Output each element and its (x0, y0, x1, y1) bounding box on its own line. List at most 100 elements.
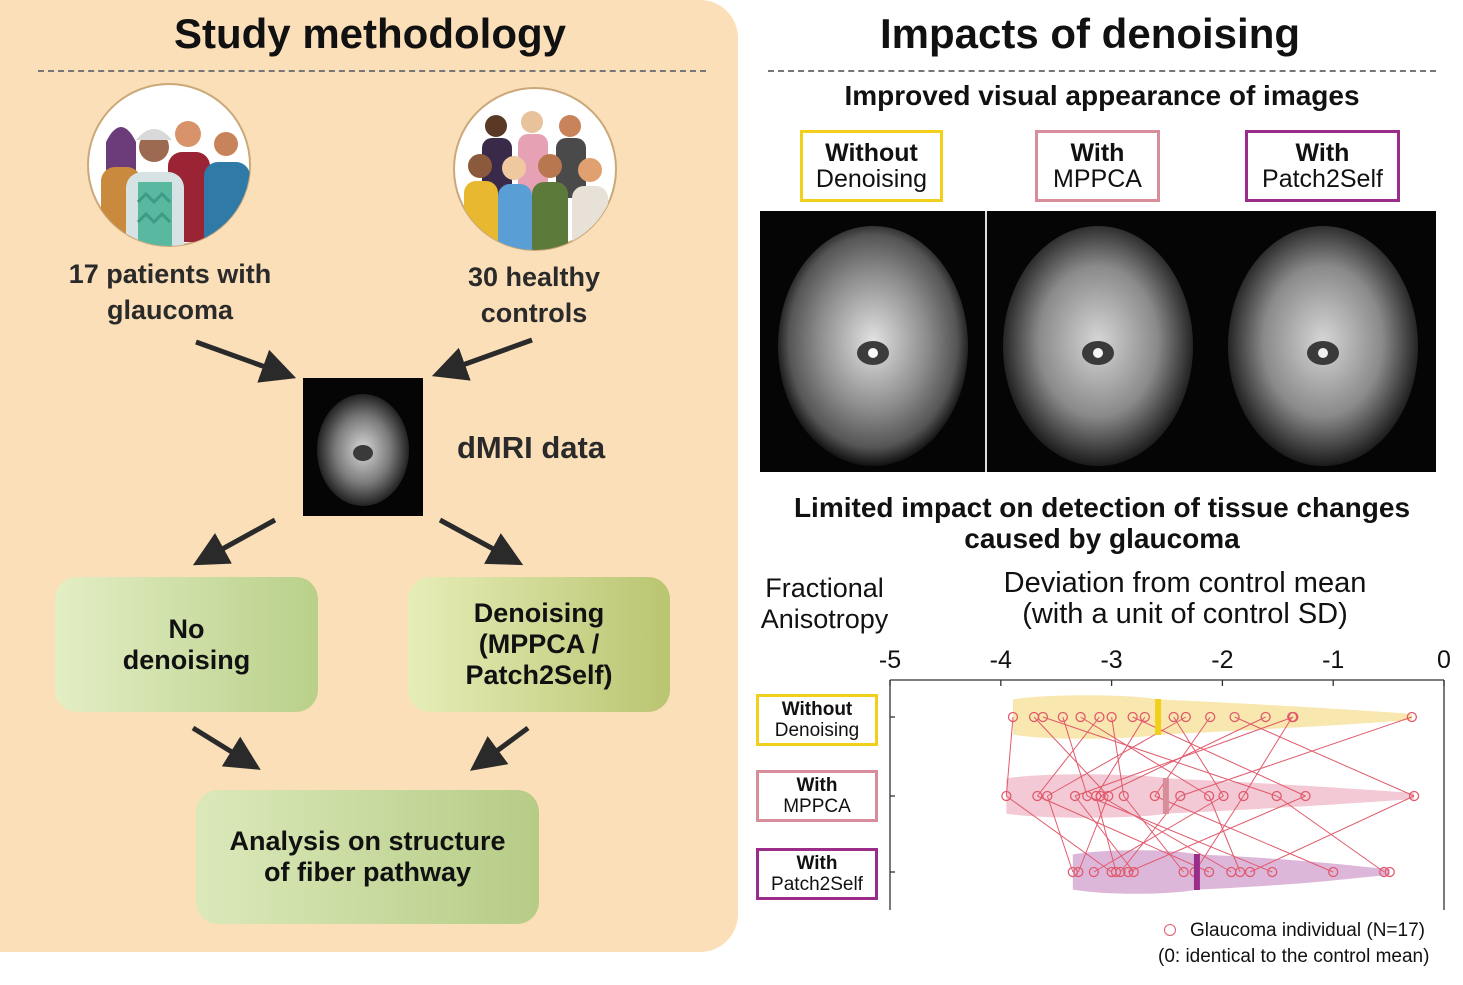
individual-connector (1243, 716, 1293, 797)
category-label-bold: With (796, 775, 838, 796)
individual-connector (1132, 716, 1306, 797)
individual-connector (1006, 795, 1112, 873)
visual-appearance-subtitle: Improved visual appearance of images (844, 80, 1360, 111)
individual-connector (1120, 795, 1181, 873)
x-tick-label: 0 (1437, 646, 1451, 674)
individual-marker (1115, 866, 1126, 878)
individual-connector (1095, 716, 1146, 797)
method-label-normal: MPPCA (1053, 165, 1142, 193)
individual-marker (1180, 711, 1191, 723)
individual-marker (1384, 866, 1395, 878)
individual-marker (1288, 711, 1299, 723)
individual-marker (1139, 711, 1150, 723)
individual-marker (1067, 866, 1078, 878)
mean-bar (1155, 699, 1162, 735)
controls-caption: 30 healthy controls (404, 259, 664, 331)
controls-caption-line2: controls (480, 298, 588, 328)
brain-image-strip (760, 211, 1436, 472)
arrow-dmri-to-denoising (438, 517, 524, 566)
individual-marker (1267, 866, 1278, 878)
individual-marker (1032, 790, 1043, 802)
arrow-no-denoising-to-analysis (191, 725, 261, 770)
right-divider (768, 70, 1436, 72)
legend-label: Glaucoma individual (N=17) (1190, 920, 1425, 941)
individual-connector (1180, 716, 1413, 797)
flow-arrows (191, 337, 533, 771)
individual-marker (1007, 711, 1019, 723)
no-denoising-box: No denoising (55, 577, 318, 712)
arrow-patients-to-dmri (195, 339, 297, 383)
individual-connector (1062, 716, 1088, 797)
x-tick-label: -5 (879, 646, 901, 674)
category-label-patch2self: With Patch2Self (756, 848, 878, 900)
individual-connector (1194, 795, 1244, 873)
individual-connector (1093, 795, 1224, 873)
individual-connector (1208, 795, 1241, 873)
method-label-patch2self: With Patch2Self (1245, 130, 1400, 202)
category-label-normal: Denoising (774, 720, 860, 741)
mean-bar (1162, 778, 1169, 814)
controls-caption-line1: 30 healthy (467, 262, 601, 292)
individual-marker (1118, 790, 1129, 802)
individual-connector (1074, 716, 1294, 797)
individual-connector (1005, 716, 1014, 797)
individual-marker (1218, 790, 1229, 802)
individual-marker (1075, 711, 1086, 723)
method-label-normal: Patch2Self (1262, 165, 1383, 193)
deviation-xlabel-line2: (with a unit of control SD) (1022, 598, 1348, 630)
tissue-changes-subtitle-line1: Limited impact on detection of tissue ch… (793, 492, 1411, 523)
individual-connector (1037, 795, 1210, 873)
individual-marker (1203, 790, 1215, 802)
individual-marker (1127, 711, 1138, 723)
individual-marker (1328, 866, 1339, 878)
individual-marker (1168, 711, 1179, 723)
legend-marker-icon (1164, 924, 1176, 936)
category-label-without-denoising: Without Denoising (756, 694, 878, 746)
individual-connector (1173, 716, 1224, 797)
individual-marker (1178, 866, 1189, 878)
individual-marker (1057, 711, 1068, 723)
study-methodology-title: Study methodology (174, 10, 566, 57)
individual-connector (1033, 716, 1109, 797)
fa-ylabel-line2: Anisotropy (760, 604, 889, 634)
individual-connector (1047, 716, 1187, 797)
method-label-normal: Denoising (815, 165, 928, 193)
category-label-bold: With (796, 853, 838, 874)
distribution-shape (1006, 774, 1415, 818)
individual-marker (1106, 711, 1117, 723)
individual-connector (1111, 716, 1125, 797)
x-tick-label: -2 (1211, 646, 1233, 674)
deviation-xlabel-line1: Deviation from control mean (1003, 567, 1367, 599)
left-divider (38, 70, 706, 72)
individual-marker (1234, 866, 1246, 878)
dmri-data-label: dMRI data (457, 430, 606, 465)
fa-ylabel: Fractional Anisotropy (752, 573, 897, 635)
category-label-normal: Patch2Self (771, 874, 863, 895)
individual-connector (1042, 716, 1277, 797)
brain-with-patch2self (1228, 226, 1418, 466)
individual-marker (1090, 790, 1102, 802)
individual-connector (1249, 795, 1415, 873)
fa-ylabel-line1: Fractional (765, 573, 884, 603)
individual-connector (1276, 795, 1385, 873)
individual-marker (1229, 711, 1240, 723)
method-label-bold: With (1070, 139, 1125, 167)
individual-connector (1080, 716, 1210, 797)
individual-marker (1406, 711, 1418, 723)
individual-marker (1149, 790, 1160, 802)
individual-marker (1271, 790, 1282, 802)
arrow-controls-to-dmri (431, 337, 533, 381)
mean-bar (1193, 854, 1200, 890)
individual-marker (1175, 790, 1186, 802)
chart-legend: Glaucoma individual (N=17) (1140, 918, 1425, 944)
method-label-mppca: With MPPCA (1035, 130, 1160, 202)
dmri-thumbnail (303, 378, 423, 516)
individual-marker (1001, 790, 1012, 802)
individual-connector (1074, 795, 1135, 873)
individual-marker (1244, 866, 1256, 878)
x-tick-label: -1 (1322, 646, 1344, 674)
x-tick-label: -4 (990, 646, 1012, 674)
tissue-changes-subtitle-line2: caused by glaucoma (964, 523, 1240, 554)
individual-marker (1238, 790, 1249, 802)
brain-with-mppca (1003, 226, 1193, 466)
